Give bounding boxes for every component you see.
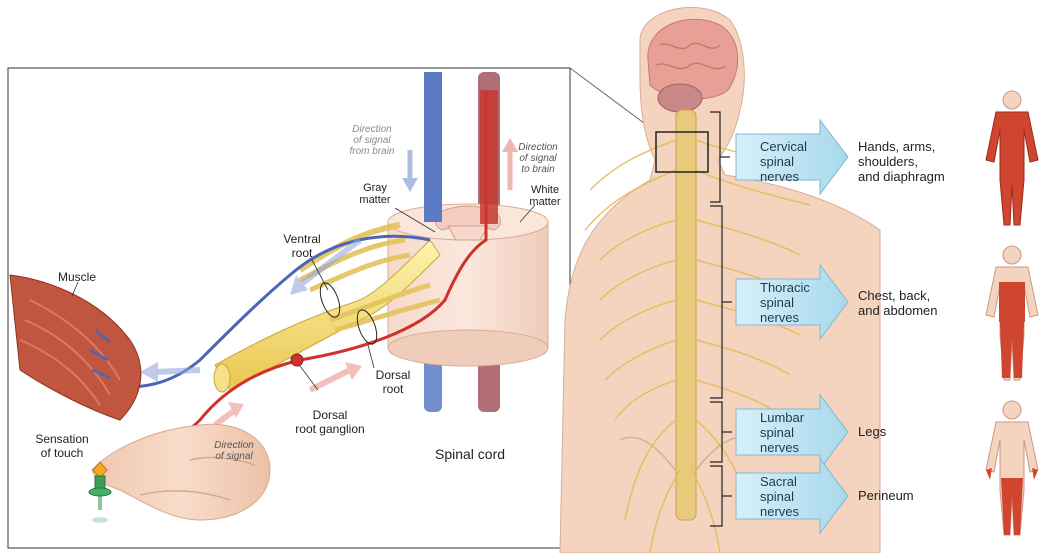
- dorsal-root-ganglion-dot: [291, 354, 303, 366]
- label-white-matter: White matter: [522, 184, 568, 208]
- region-thoracic-label: Thoracic spinal nerves: [760, 280, 810, 325]
- region-lumbar-label: Lumbar spinal nerves: [760, 410, 804, 455]
- label-sensation-of-touch: Sensation of touch: [22, 432, 102, 460]
- label-direction-to-brain: Direction of signal to brain: [508, 142, 568, 175]
- target-thoracic: Chest, back, and abdomen: [858, 288, 938, 318]
- label-spinal-cord: Spinal cord: [435, 446, 505, 462]
- label-muscle: Muscle: [58, 270, 96, 284]
- label-dorsal-root-ganglion: Dorsal root ganglion: [280, 408, 380, 436]
- target-cervical: Hands, arms, shoulders, and diaphragm: [858, 139, 945, 184]
- figure-cervical: [986, 91, 1038, 225]
- region-cervical-label: Cervical spinal nerves: [760, 139, 807, 184]
- figure-thoracic: [986, 246, 1038, 380]
- spinal-cord-section: [388, 204, 548, 366]
- label-dorsal-root: Dorsal root: [368, 368, 418, 396]
- region-sacral-label: Sacral spinal nerves: [760, 474, 799, 519]
- target-sacral: Perineum: [858, 488, 914, 503]
- target-lumbar: Legs: [858, 424, 886, 439]
- figure-lumbar: [986, 401, 1038, 535]
- descending-tract-top: [424, 72, 442, 222]
- label-gray-matter: Gray matter: [350, 182, 400, 206]
- label-direction-from-brain: Direction of signal from brain: [340, 124, 404, 157]
- label-direction-of-signal: Direction of signal: [204, 440, 264, 462]
- ascending-tract-top: [480, 90, 498, 224]
- label-ventral-root: Ventral root: [272, 232, 332, 260]
